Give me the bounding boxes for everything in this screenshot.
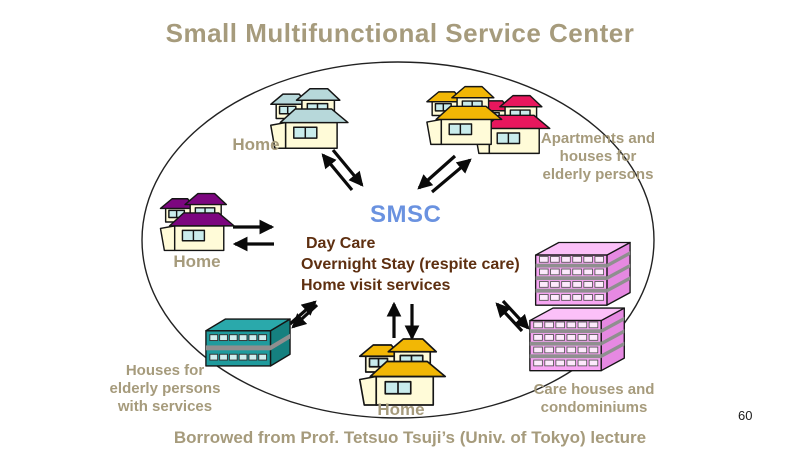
source-caption: Borrowed from Prof. Tetsuo Tsuji’s (Univ… — [173, 428, 647, 447]
arrow-pair-home-bottom — [386, 301, 420, 341]
service-building-icon — [205, 318, 291, 367]
service-item: Day Care — [306, 235, 376, 252]
service-item: Overnight Stay (respite care) — [301, 256, 520, 273]
label-home-bottom: Home — [377, 400, 425, 419]
page-title: Small Multifunctional Service Center — [165, 18, 635, 48]
label-home-left: Home — [173, 252, 221, 271]
smsc-center-label: SMSC — [370, 201, 442, 228]
label-care-houses: Care houses and condominiums — [533, 381, 655, 416]
arrow-pair-home-left — [232, 219, 275, 252]
arrow-pair-care-houses — [495, 299, 530, 333]
condominium-towers-icon — [529, 241, 631, 372]
arrow-pair-service-houses — [288, 300, 319, 329]
label-service-houses: Houses for elderly persons with services — [109, 362, 221, 415]
arrow-pair-apartments — [417, 154, 472, 194]
house-icon — [154, 191, 238, 253]
house-icon — [352, 336, 450, 408]
house-icon — [420, 84, 506, 147]
label-home-top-left: Home — [232, 135, 280, 154]
arrow-pair-home-top-left — [321, 148, 364, 192]
label-apartments: Apartments and houses for elderly person… — [540, 130, 656, 183]
service-item: Home visit services — [301, 277, 451, 294]
page-number: 60 — [738, 408, 753, 423]
smsc-services-list: Day Care Overnight Stay (respite care) H… — [301, 233, 520, 296]
